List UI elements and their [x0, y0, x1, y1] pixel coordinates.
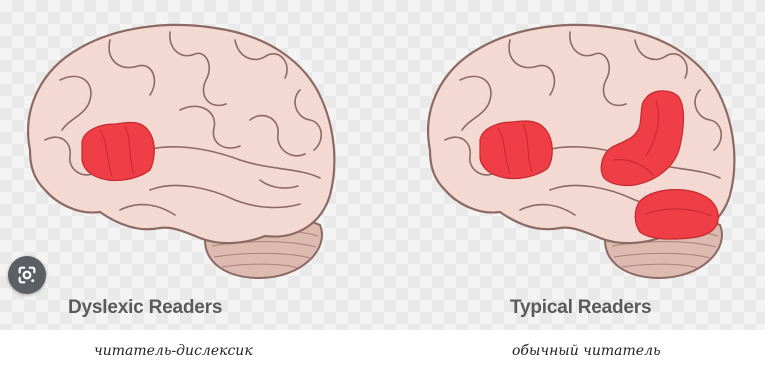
caption-dyslexic-reader: читатель-дислексик: [94, 343, 253, 359]
panel-label-typical: Typical Readers: [510, 297, 651, 319]
brain-comparison-image: Dyslexic Readers Typical Readers: [0, 0, 765, 330]
google-lens-button[interactable]: [8, 256, 46, 294]
cerebrum: [28, 25, 334, 243]
highlighted-region-frontal: [82, 122, 154, 180]
google-lens-icon: [16, 264, 38, 286]
panel-label-dyslexic: Dyslexic Readers: [68, 297, 222, 319]
highlighted-region-occipitotemporal: [635, 190, 718, 239]
typical-brain-illustration: [400, 0, 760, 300]
caption-typical-reader: обычный читатель: [512, 343, 661, 359]
dyslexic-brain-illustration: [0, 0, 360, 300]
highlighted-region-frontal: [480, 121, 552, 179]
